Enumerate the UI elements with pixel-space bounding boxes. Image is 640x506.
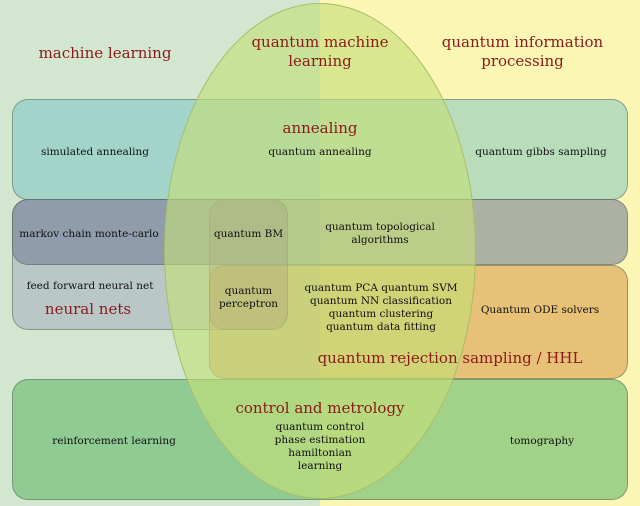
item-quantum-ode-solvers: Quantum ODE solvers [480, 304, 600, 316]
item-reinforcement-learning: reinforcement learning [52, 435, 176, 447]
item-quantum-algorithms: quantum PCA quantum SVM quantum NN class… [296, 282, 466, 335]
item-qc-line-4: learning [297, 460, 343, 473]
heading-qml-line-2: learning [288, 51, 352, 70]
heading-control-metrology: control and metrology [235, 399, 405, 417]
item-qc-line-3: hamiltonian [288, 447, 352, 460]
heading-hhl: quantum rejection sampling / HHL [317, 349, 583, 367]
item-tomography: tomography [509, 435, 575, 447]
item-qa-line-3: quantum clustering [328, 308, 434, 321]
item-simulated-annealing: simulated annealing [40, 146, 150, 158]
heading-qip-line-1: quantum information [441, 33, 604, 51]
item-qta-line-1: quantum topological [325, 221, 435, 233]
item-quantum-perceptron: quantum perceptron [210, 285, 287, 311]
item-quantum-gibbs-sampling: quantum gibbs sampling [475, 146, 607, 158]
item-qa-line-2: quantum NN classification [310, 295, 452, 308]
item-qa-line-1: quantum PCA quantum SVM [304, 282, 458, 294]
heading-neural-nets: neural nets [44, 300, 132, 318]
heading-annealing: annealing [282, 119, 358, 137]
item-qp-line-2: perceptron [218, 298, 279, 311]
item-quantum-bm: quantum BM [213, 228, 284, 240]
item-qa-line-4: quantum data fitting [326, 321, 436, 334]
heading-qml-line-1: quantum machine [251, 33, 389, 51]
item-qc-line-1: quantum control [275, 421, 365, 433]
item-feed-forward-neural-net: feed forward neural net [26, 280, 154, 292]
item-qp-line-1: quantum [224, 285, 273, 297]
heading-qip-line-2: processing [481, 51, 564, 70]
quantum-machine-learning-ellipse [164, 3, 476, 499]
item-quantum-topological-algorithms: quantum topological algorithms [300, 221, 460, 247]
heading-quantum-machine-learning: quantum machine learning [230, 33, 410, 71]
item-quantum-annealing: quantum annealing [268, 146, 372, 158]
item-markov-chain-monte-carlo: markov chain monte-carlo [19, 228, 159, 240]
item-qc-line-2: phase estimation [274, 434, 366, 447]
item-quantum-control: quantum control phase estimation hamilto… [250, 421, 390, 474]
heading-quantum-information-processing: quantum information processing [430, 33, 615, 71]
heading-machine-learning: machine learning [38, 44, 172, 62]
item-qta-line-2: algorithms [351, 234, 409, 247]
